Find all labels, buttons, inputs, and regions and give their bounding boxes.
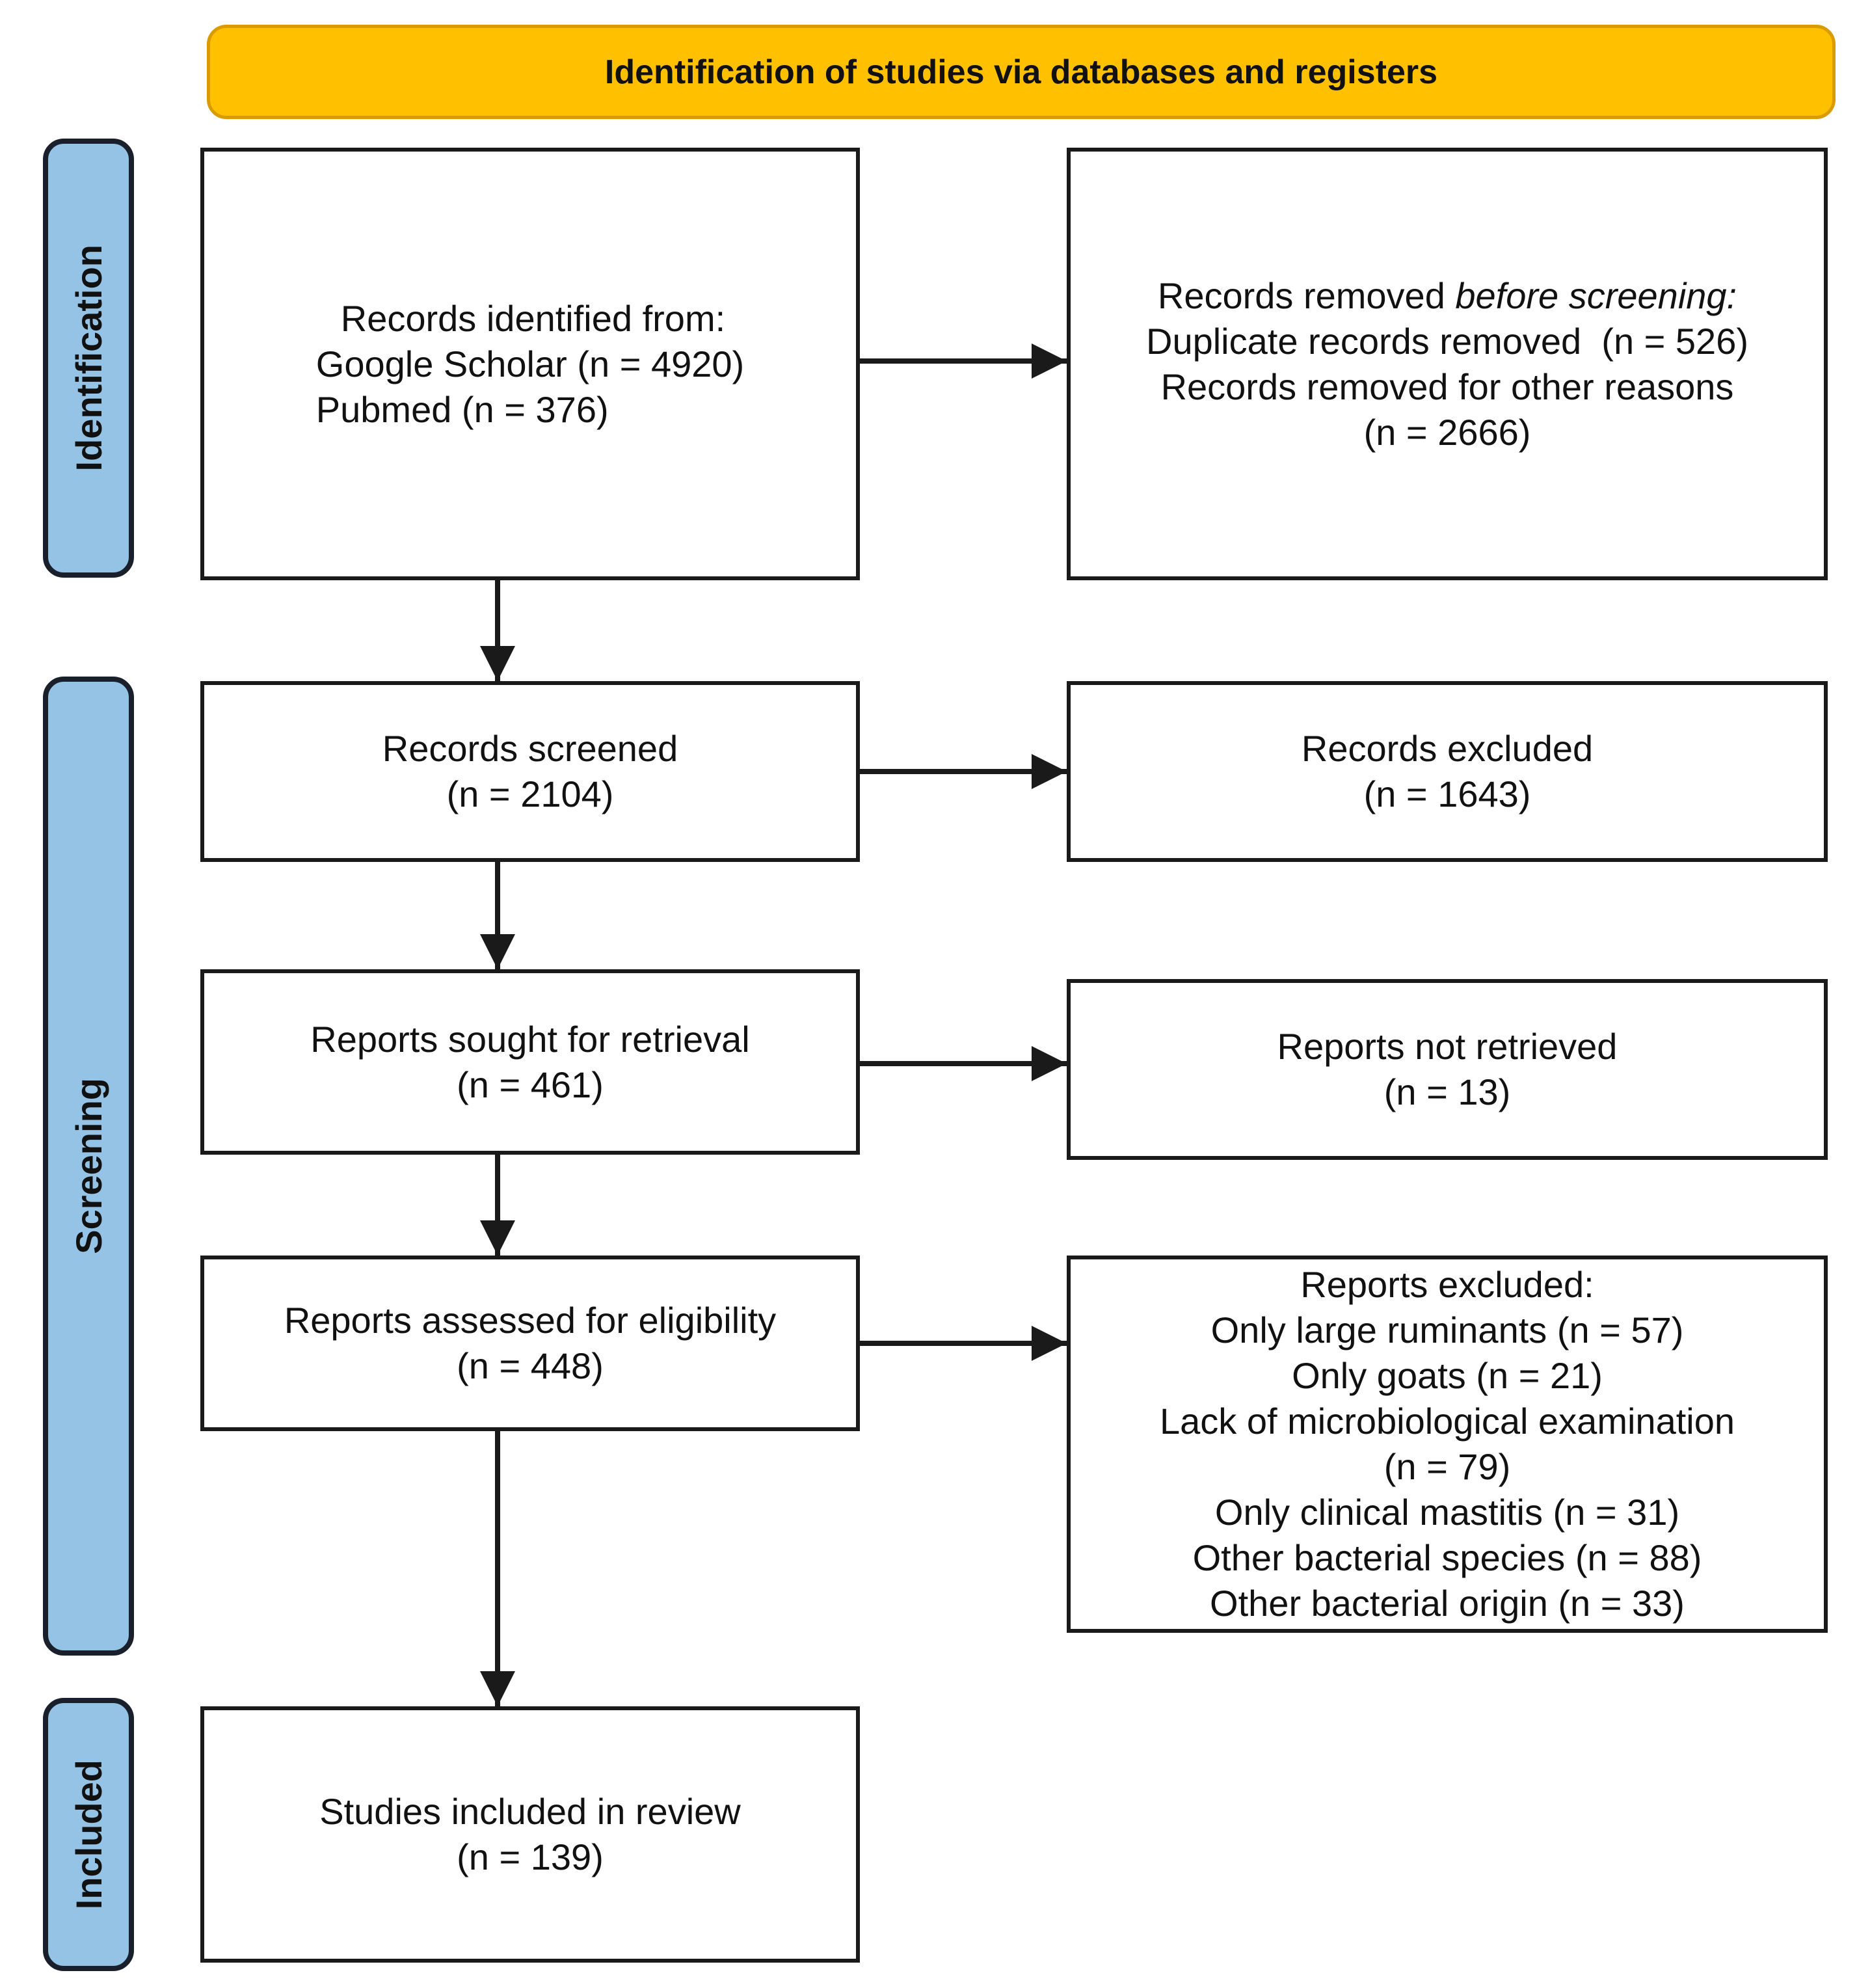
arrow-head-right-icon [1032,343,1067,379]
stage-label-screening: Screening [68,1078,109,1254]
box-studies-included-text: Studies included in review (n = 139) [204,1789,856,1880]
box-reports-excluded: Reports excluded: Only large ruminants (… [1067,1256,1828,1633]
box-line: Google Scholar (n = 4920) [315,343,745,384]
box-line: Records removed for other reasons [1160,366,1734,407]
box-records-identified-text: Records identified from: Google Scholar … [316,296,744,433]
box-reports-not-retrieved: Reports not retrieved (n = 13) [1067,979,1828,1160]
arrow-head-down-icon [480,1220,515,1256]
arrow-head-right-icon [1032,754,1067,789]
removed-line-normal: Records removed [1157,275,1456,316]
arrow-sought-to-assessed [480,1155,515,1256]
stage-label-included: Included [68,1759,109,1910]
box-reports-excluded-text: Reports excluded: Only large ruminants (… [1071,1262,1824,1626]
box-studies-included: Studies included in review (n = 139) [200,1706,860,1963]
box-line: Reports excluded: [1300,1264,1594,1305]
arrow-identified-to-removed [860,343,1067,379]
box-line: Pubmed (n = 376) [315,388,609,430]
box-line: Records screened [382,728,678,769]
stage-bar-identification: Identification [43,139,134,578]
box-line: Other bacterial origin (n = 33) [1210,1583,1685,1624]
arrow-assessed-to-included [480,1431,515,1706]
box-records-identified: Records identified from: Google Scholar … [200,148,860,580]
box-line: Reports not retrieved [1277,1026,1618,1067]
box-line: Lack of microbiological examination [1160,1401,1735,1442]
arrow-head-right-icon [1032,1046,1067,1081]
arrow-head-down-icon [480,934,515,969]
box-line: (n = 448) [457,1345,604,1386]
arrow-assessed-to-reports-excluded [860,1326,1067,1361]
box-records-removed: Records removed before screening: Duplic… [1067,148,1828,580]
box-reports-sought-text: Reports sought for retrieval (n = 461) [204,1017,856,1108]
box-reports-sought: Reports sought for retrieval (n = 461) [200,969,860,1155]
box-reports-not-retrieved-text: Reports not retrieved (n = 13) [1071,1024,1824,1115]
box-reports-assessed-text: Reports assessed for eligibility (n = 44… [204,1298,856,1389]
box-line: (n = 1643) [1363,773,1531,814]
banner-title-text: Identification of studies via databases … [604,53,1438,91]
banner-title: Identification of studies via databases … [207,25,1836,119]
arrow-head-right-icon [1032,1326,1067,1361]
removed-line-italic: before screening: [1455,275,1737,316]
arrow-head-down-icon [480,1671,515,1706]
box-records-screened: Records screened (n = 2104) [200,681,860,862]
box-line: (n = 79) [1383,1446,1511,1487]
stage-label-identification: Identification [68,245,109,472]
stage-bar-screening: Screening [43,677,134,1656]
stage-bar-included: Included [43,1698,134,1971]
box-line: (n = 2666) [1363,411,1531,453]
box-line: Records removed before screening: [1084,273,1811,319]
box-line: Reports assessed for eligibility [284,1300,777,1341]
box-line: Only clinical mastitis (n = 31) [1214,1492,1680,1533]
box-reports-assessed: Reports assessed for eligibility (n = 44… [200,1256,860,1431]
box-line: Only goats (n = 21) [1292,1355,1603,1396]
box-line: (n = 461) [457,1064,604,1105]
box-records-screened-text: Records screened (n = 2104) [204,726,856,817]
box-line: Duplicate records removed (n = 526) [1146,320,1748,362]
box-line: Only large ruminants (n = 57) [1210,1310,1684,1350]
arrow-screened-to-sought [480,862,515,969]
box-line: Records excluded [1301,728,1594,769]
box-line: Studies included in review [319,1791,741,1832]
box-records-excluded: Records excluded (n = 1643) [1067,681,1828,862]
box-line: Other bacterial species (n = 88) [1192,1537,1702,1578]
box-line: (n = 13) [1383,1071,1511,1112]
arrow-screened-to-excluded [860,754,1067,789]
arrow-identified-to-screened [480,580,515,681]
box-records-removed-text: Records removed before screening: Duplic… [1071,273,1824,455]
arrow-head-down-icon [480,646,515,681]
arrow-sought-to-not-retrieved [860,1046,1067,1081]
box-line: Reports sought for retrieval [310,1018,750,1060]
box-records-excluded-text: Records excluded (n = 1643) [1071,726,1824,817]
box-line: (n = 2104) [446,773,614,814]
box-line: Records identified from: [340,297,726,339]
box-line: (n = 139) [457,1836,604,1877]
